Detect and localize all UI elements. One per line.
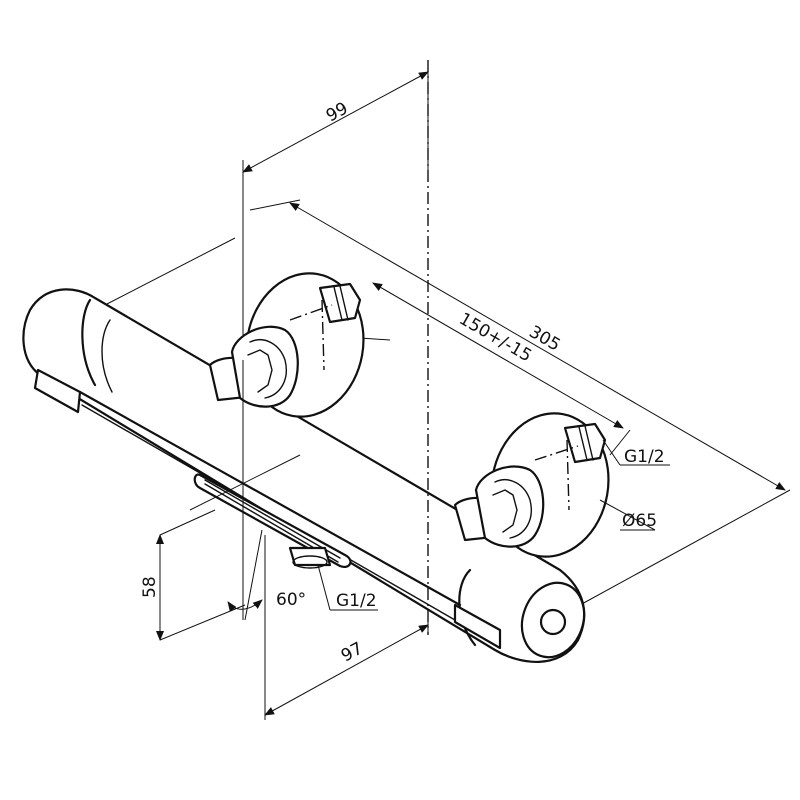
thread-inlet-label: G1/2	[624, 447, 665, 467]
dimension-lines	[156, 71, 786, 716]
dim-58: 58	[140, 576, 160, 598]
angle-label: 60°	[276, 590, 306, 610]
rosette-diameter-label: Ø65	[622, 511, 657, 531]
bottom-outlet-nipple	[288, 546, 332, 569]
thread-outlet-label: G1/2	[336, 591, 377, 611]
dim-97: 97	[338, 639, 366, 667]
outlet-slot	[193, 473, 352, 568]
dim-99: 99	[323, 99, 351, 127]
